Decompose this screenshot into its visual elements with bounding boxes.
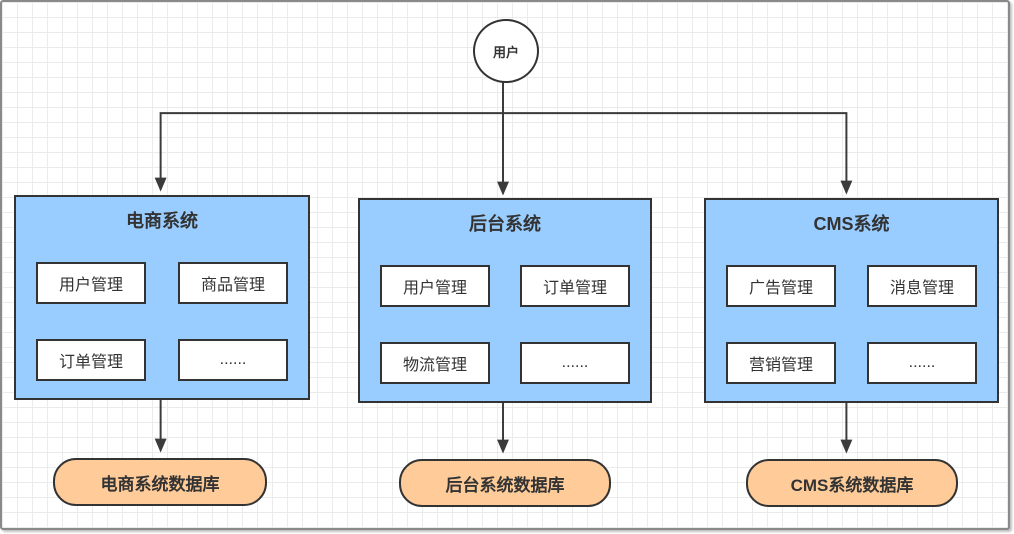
- system-node-cms[interactable]: CMS系统 广告管理 消息管理 营销管理 ......: [704, 198, 999, 403]
- database-node-ecommerce[interactable]: 电商系统数据库: [53, 458, 267, 506]
- system-title: 电商系统: [126, 211, 198, 231]
- module-node[interactable]: 订单管理: [36, 339, 146, 381]
- module-grid: 用户管理 订单管理 物流管理 ......: [360, 265, 650, 384]
- module-grid: 广告管理 消息管理 营销管理 ......: [706, 265, 997, 384]
- module-node[interactable]: ......: [520, 342, 630, 384]
- system-title: 后台系统: [469, 214, 541, 234]
- module-node[interactable]: 营销管理: [726, 342, 836, 384]
- module-node[interactable]: 商品管理: [178, 262, 288, 304]
- system-node-ecommerce[interactable]: 电商系统 用户管理 商品管理 订单管理 ......: [14, 195, 310, 400]
- module-node[interactable]: 订单管理: [520, 265, 630, 307]
- connector-user-to-cms[interactable]: [503, 112, 853, 195]
- connector-user-to-ecommerce[interactable]: [154, 112, 504, 192]
- module-node[interactable]: 消息管理: [867, 265, 977, 307]
- user-node-label: 用户: [492, 44, 519, 60]
- module-grid: 用户管理 商品管理 订单管理 ......: [16, 262, 308, 381]
- module-node[interactable]: 物流管理: [380, 342, 490, 384]
- database-node-backend[interactable]: 后台系统数据库: [399, 459, 611, 507]
- user-node[interactable]: 用户: [473, 19, 539, 83]
- module-node[interactable]: ......: [867, 342, 977, 384]
- module-node[interactable]: 广告管理: [726, 265, 836, 307]
- module-node[interactable]: ......: [178, 339, 288, 381]
- module-node[interactable]: 用户管理: [380, 265, 490, 307]
- system-title: CMS系统: [813, 214, 890, 234]
- database-node-cms[interactable]: CMS系统数据库: [746, 459, 958, 507]
- module-node[interactable]: 用户管理: [36, 262, 146, 304]
- system-node-backend[interactable]: 后台系统 用户管理 订单管理 物流管理 ......: [358, 198, 652, 403]
- connector-layer[interactable]: [2, 2, 1008, 528]
